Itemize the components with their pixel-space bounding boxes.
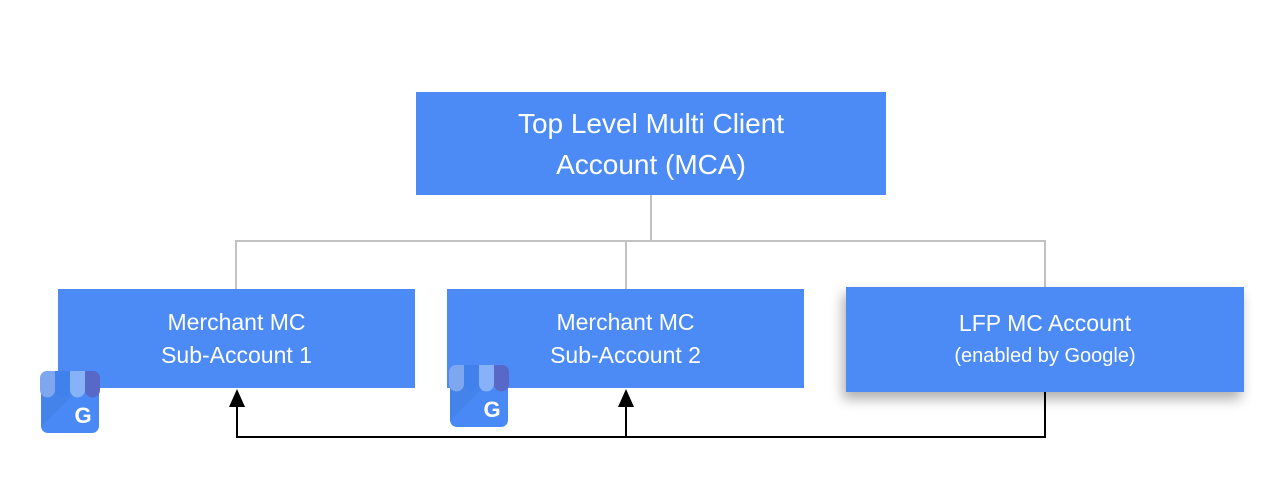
arrowhead-up-sub2-icon [618,389,634,407]
icon-g-letter: G [483,397,500,422]
flow-line-to-sub2 [625,404,627,437]
flow-line-horizontal [236,436,1046,438]
node-merchant-sub-account-1: Merchant MC Sub-Account 1 [58,289,415,388]
connector-drop-sub1 [235,240,237,289]
node-sub2-line1: Merchant MC [556,308,695,335]
flow-line-from-lfp [1044,391,1046,437]
node-sub1-line2: Sub-Account 1 [161,341,312,368]
node-top-level-mca: Top Level Multi Client Account (MCA) [416,92,886,195]
connector-drop-lfp [1044,240,1046,287]
node-top-level-mca-line2: Account (MCA) [556,148,746,180]
node-lfp-mc-account: LFP MC Account (enabled by Google) [846,287,1244,392]
connector-mca-stem [650,195,652,242]
icon-g-letter: G [74,403,91,428]
connector-drop-sub2 [625,240,627,289]
connector-horizontal-bar [235,240,1046,242]
node-lfp-line1: LFP MC Account [958,309,1132,336]
arrowhead-up-sub1-icon [229,389,245,407]
node-sub1-line1: Merchant MC [167,308,306,335]
flow-line-to-sub1 [236,404,238,437]
node-top-level-mca-line1: Top Level Multi Client [517,107,785,139]
google-business-storefront-icon: G [40,371,100,433]
node-sub2-line2: Sub-Account 2 [550,341,701,368]
google-business-storefront-icon: G [449,365,509,427]
node-lfp-line2: (enabled by Google) [954,344,1136,367]
